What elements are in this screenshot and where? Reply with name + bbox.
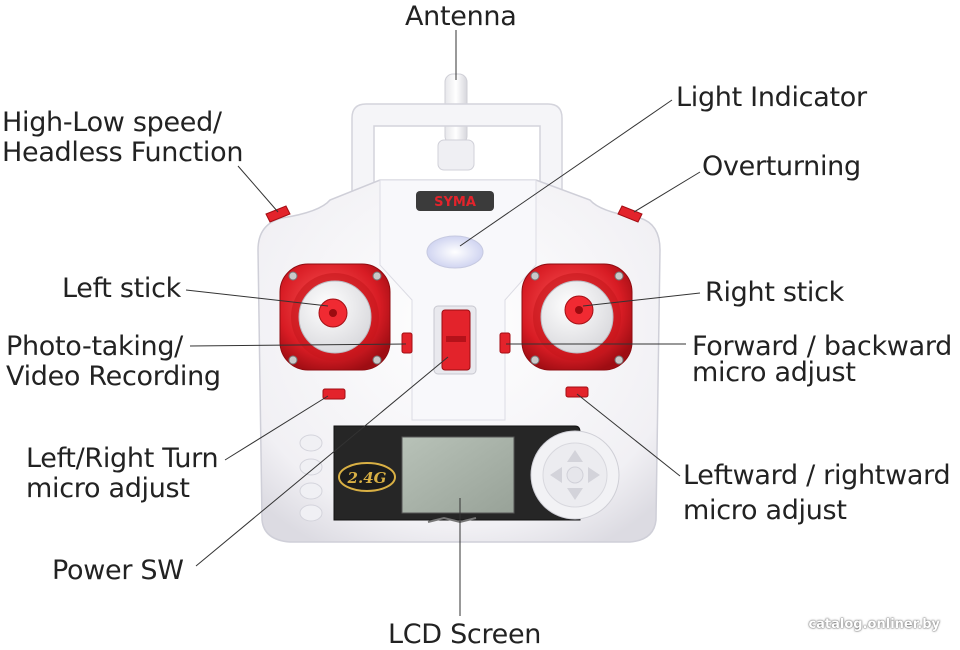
brand-text: SYMA [434, 195, 476, 210]
lcd-screen [401, 436, 515, 514]
label-speed-headless: High-Low speed/ Headless Function [2, 107, 244, 168]
left-stick[interactable] [279, 263, 391, 371]
left-right-turn-trim[interactable] [322, 388, 346, 400]
label-overturning: Overturning [702, 151, 861, 182]
label-left-right-turn: Left/Right Turn micro adjust [26, 443, 219, 504]
leftward-rightward-trim[interactable] [565, 386, 589, 398]
left-side-buttons[interactable] [299, 434, 323, 522]
frequency-badge: 2.4G [338, 462, 396, 492]
power-switch[interactable] [433, 305, 477, 375]
label-power-sw: Power SW [52, 555, 184, 586]
label-leftward-rightward: Leftward / rightward micro adjust [683, 460, 951, 526]
label-left-stick: Left stick [62, 273, 182, 304]
display-panel [333, 425, 581, 524]
label-right-stick: Right stick [705, 277, 845, 308]
label-forward-backward: Forward / backward micro adjust [692, 331, 952, 388]
label-photo-video: Photo-taking/ Video Recording [6, 331, 221, 392]
syma-logo: SYMA [416, 191, 494, 211]
photo-video-button[interactable] [401, 332, 413, 354]
leader-lines [185, 30, 701, 616]
center-column [379, 179, 537, 421]
forward-backward-trim[interactable] [499, 332, 511, 354]
right-stick[interactable] [521, 263, 633, 371]
speed-button[interactable] [265, 205, 291, 223]
label-light-indicator: Light Indicator [676, 82, 867, 113]
frequency-text: 2.4G [347, 469, 387, 487]
light-indicator-lamp [426, 235, 484, 269]
watermark: catalog.onliner.by [808, 617, 940, 632]
label-antenna: Antenna [405, 1, 517, 32]
label-lcd-screen: LCD Screen [388, 619, 542, 650]
direction-pad[interactable] [530, 430, 620, 520]
